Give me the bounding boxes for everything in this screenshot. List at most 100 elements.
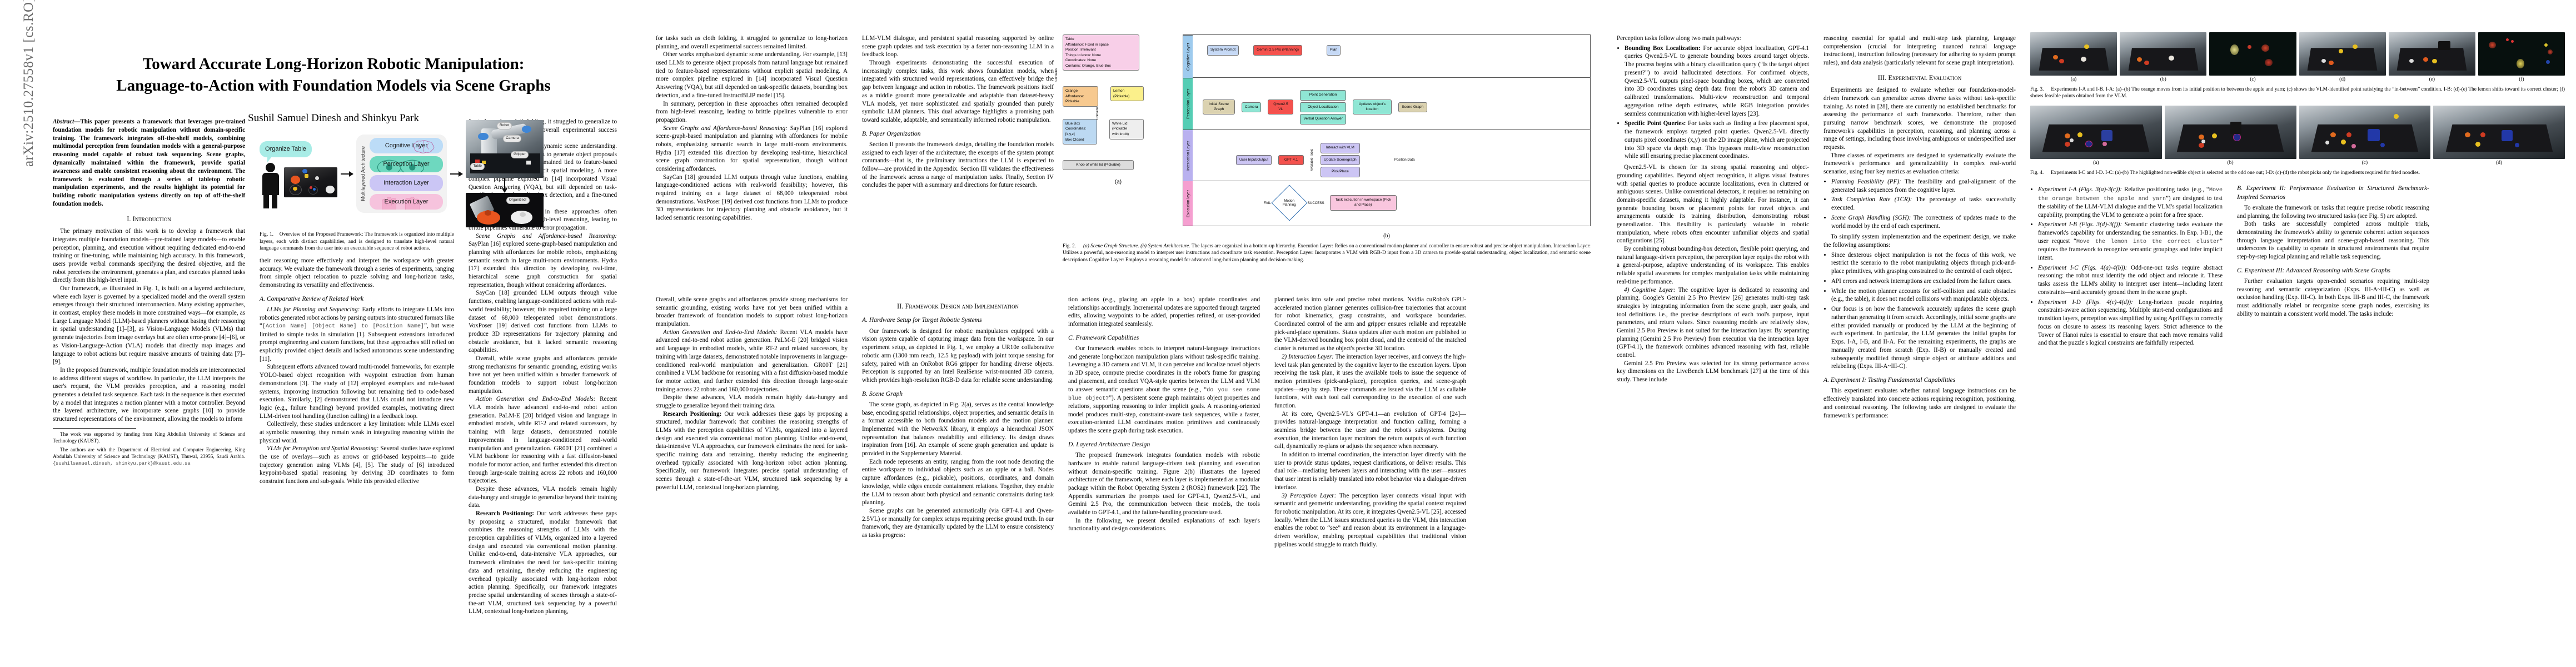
photo-4c xyxy=(2299,105,2431,159)
inline-code: do you see some blue object? xyxy=(1068,387,1260,402)
paragraph: In addition to internal coordination, th… xyxy=(1274,451,1466,491)
experiment-lead: Experiment I-B (Figs. 3(d)-3(f)): xyxy=(2038,221,2122,228)
paragraph: reasoning essential for spatial and mult… xyxy=(1823,35,2016,67)
column-3b: for tasks such as cloth folding, it stru… xyxy=(656,34,848,222)
figure-1-caption: Fig. 1. Overview of the Proposed Framewo… xyxy=(260,231,454,252)
paragraph: Section II presents the framework design… xyxy=(862,141,1054,189)
paragraph: Both tasks are successfully completed ac… xyxy=(2237,221,2429,261)
sg-node-line: with knob) xyxy=(1112,132,1129,137)
sg-node-knob: Knob of white lid (Pickable) xyxy=(1063,160,1134,170)
layer-label: Perception Layer xyxy=(383,161,430,168)
column-8: Perception tasks follow along two main p… xyxy=(1617,34,1809,384)
paragraph: The scene graph, as depicted in Fig. 2(a… xyxy=(862,401,1054,457)
sg-node-line: Contains: Orange, Blue Box xyxy=(1065,63,1111,68)
node-motion-planning-label: Motion Planning xyxy=(1282,198,1296,207)
figure-2-caption-a: (a) Scene Graph Structure. xyxy=(1083,243,1139,249)
sg-node-line: Position: Irrelevant xyxy=(1065,48,1096,52)
pane-interaction: User Input/Output GPT 4.1 Available Tool… xyxy=(1193,130,1590,181)
paragraph: Three classes of experiments are designe… xyxy=(1823,152,2016,176)
assumption-item: Our focus is on how the framework accura… xyxy=(1831,305,2016,371)
sg-node-line: Coordinates: xyxy=(1065,127,1087,131)
paragraph: planned tasks into safe and precise robo… xyxy=(1274,296,1466,352)
figure-1-caption-text: Overview of the Proposed Framework: The … xyxy=(260,231,455,252)
paragraph: Action Generation and End-to-End Models:… xyxy=(469,395,617,485)
node-pick-place: Pick/Place xyxy=(1321,167,1360,177)
paragraph-lead: Action Generation and End-to-End Models: xyxy=(476,396,596,403)
eyes-icon xyxy=(377,160,425,172)
metric-text: The correctness of updates made to the w… xyxy=(1831,214,2016,230)
sublabel: (b) xyxy=(2227,160,2234,166)
layer-perception: Perception Layer xyxy=(369,156,443,172)
sg-node-line: Things to know: None xyxy=(1065,53,1101,57)
figure-3-strip xyxy=(2030,32,2565,76)
paragraph: 3) Perception Layer: The perception laye… xyxy=(1274,492,1466,549)
node-updates-object-location: Updates object's location xyxy=(1352,99,1392,115)
abstract-text: —This paper presents a framework that le… xyxy=(53,118,246,207)
node-gpt41: GPT 4.1 xyxy=(1278,155,1304,166)
sublabel: (c) xyxy=(2250,77,2256,82)
column-5: II. Framework Design and Implementation … xyxy=(862,296,1054,549)
column-1: Abstract—This paper presents a framework… xyxy=(53,118,245,616)
subsection-heading-hardware: A. Hardware Setup for Target Robotic Sys… xyxy=(862,316,982,324)
bullet-text: For tasks such as finding a free placeme… xyxy=(1625,120,1809,160)
paragraph: In the following, we present detailed ex… xyxy=(1068,517,1260,532)
column-4: LLM-VLM dialogue, and persistent spatial… xyxy=(862,34,1054,222)
paragraph: LLM-VLM dialogue, and persistent spatial… xyxy=(862,35,1054,58)
paragraph: By combining robust bounding-box detecti… xyxy=(1617,246,1809,285)
sg-node-lemon: Lemon (Pickable) xyxy=(1110,86,1144,102)
figure-2a-sublabel: (a) xyxy=(1114,178,1122,185)
sg-node-white-lid: White Lid (Pickable with knob) xyxy=(1109,118,1144,140)
node-camera: Camera xyxy=(1242,102,1262,113)
label-success: SUCCESS xyxy=(1307,201,1324,205)
node-gemini-planning: Gemini 2.5 Pro (Planning) xyxy=(1253,45,1302,56)
figure-4-strip xyxy=(2030,105,2565,159)
paragraph: Our framework is designed for robotic ma… xyxy=(862,327,1054,384)
paragraph: To evaluate the framework on tasks that … xyxy=(2237,204,2429,220)
node-update-scenegraph: Update Scenegraph xyxy=(1321,155,1360,166)
photo-3e xyxy=(2388,32,2475,76)
metrics-list: Planning Feasibility (PF): The feasibili… xyxy=(1823,178,2016,231)
arrow-down-icon xyxy=(501,178,507,193)
paragraph-text: Several studies have explored the use of… xyxy=(260,445,455,485)
assumption-item: Since dexterous object manipulation is n… xyxy=(1831,251,2016,276)
column-9: reasoning essential for spatial and mult… xyxy=(1823,34,2016,420)
figure-4-caption-text: I-C: (a)-(b) The highlighted non-edible … xyxy=(2104,170,2420,176)
hands-icon xyxy=(382,196,420,210)
metric-task-completion-rate: Task Completion Rate (TCR): The percenta… xyxy=(1831,196,2016,212)
sublabel: (b) xyxy=(2160,77,2166,82)
paragraph: Scene graphs can be generated automatica… xyxy=(862,507,1054,539)
perception-bullets: Bounding Box Localization: For accurate … xyxy=(1617,44,1809,161)
metric-lead: Planning Feasibility (PF): xyxy=(1831,178,1901,185)
sublabel: (a) xyxy=(2093,160,2099,166)
footnote-text: The authors are with the Department of E… xyxy=(53,446,246,459)
paragraph: Action Generation and End-to-End Models:… xyxy=(656,328,848,394)
user-figure-icon xyxy=(260,158,282,208)
photo-3a xyxy=(2030,32,2117,76)
subsection-heading-capabilities: C. Framework Capabilities xyxy=(1068,334,1139,341)
node-plan: Plan xyxy=(1326,45,1341,56)
paragraph: Despite these advances, VLA models remai… xyxy=(656,394,848,409)
footnote-email: {sushilsamuel.dinesh, shinkyu.park}@kaus… xyxy=(53,460,191,466)
sg-node-line: [x,y,z] xyxy=(1065,132,1075,137)
subsection-heading-experiment-1: A. Experiment I: Testing Fundamental Cap… xyxy=(1823,376,1956,384)
column-6: tion actions (e.g., placing an apple in … xyxy=(1068,296,1260,549)
pane-perception: Initial Scene Graph Camera Qwen2.5 VL Po… xyxy=(1193,78,1590,130)
layer-label: Interaction Layer xyxy=(383,180,429,186)
paragraph: Subsequent efforts advanced toward multi… xyxy=(260,364,455,420)
metric-text: The percentage of tasks successfully exe… xyxy=(1831,196,2016,211)
brain-icon xyxy=(413,140,435,153)
paragraph: At its core, Qwen2.5-VL's GPT-4.1—an evo… xyxy=(1274,410,1466,450)
paragraph-lead: Research Positioning: xyxy=(663,410,722,417)
sg-edge-label: Contains xyxy=(1096,106,1099,120)
speech-bubble: Organize Table xyxy=(260,141,312,162)
experiment-text: ” requires the framework to recognize se… xyxy=(2038,237,2223,261)
paper-page-3: Perception tasks follow along two main p… xyxy=(1609,0,2576,667)
node-point-generation: Point Generation xyxy=(1300,90,1346,101)
workspace-photo-initial xyxy=(284,167,338,197)
experiment-1b: Experiment I-B (Figs. 3(d)-3(f)): Semant… xyxy=(2038,221,2223,262)
paragraph-text: Recent VLA models have advanced end-to-e… xyxy=(469,396,617,485)
column-11: B. Experiment II: Performance Evaluation… xyxy=(2237,184,2429,349)
photo-3f-vlm-points xyxy=(2478,32,2565,76)
metric-planning-feasibility: Planning Feasibility (PF): The feasibili… xyxy=(1831,178,2016,195)
photo-4d xyxy=(2433,105,2565,159)
